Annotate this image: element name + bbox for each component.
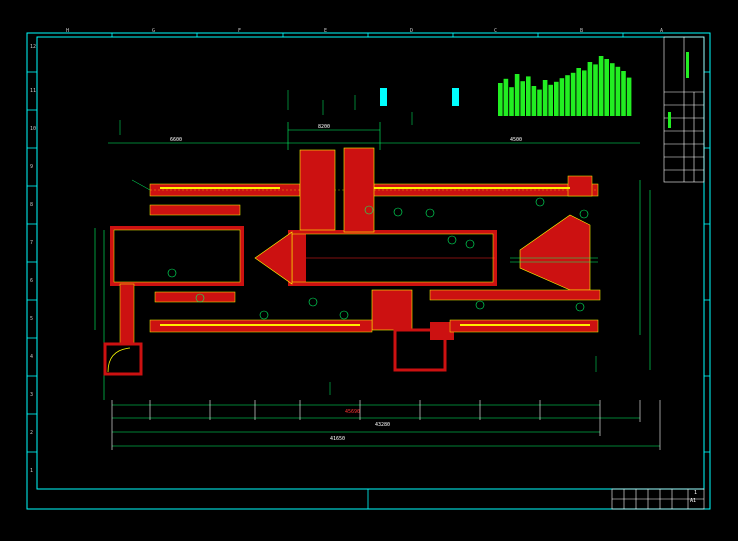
schedule-bar — [610, 63, 615, 116]
exhaust-cone — [519, 214, 591, 291]
schedule-bar — [498, 83, 503, 116]
zone-label-side: 9 — [30, 164, 34, 170]
zone-ticks-top — [111, 33, 624, 509]
zone-label-top: D — [410, 28, 414, 34]
schedule-bar — [537, 89, 542, 116]
schedule-bar — [531, 86, 537, 116]
dimension-label: 6600 — [170, 137, 183, 143]
schedule-bar — [542, 80, 548, 116]
upper-duct-hatch — [160, 187, 570, 189]
callout-bubbles — [167, 197, 589, 320]
schedule-bar — [582, 70, 587, 116]
schedule-bar — [621, 71, 626, 116]
leader-lines — [119, 90, 597, 395]
zone-label-side: 10 — [30, 126, 37, 132]
zone-label-top: F — [238, 28, 242, 34]
zone-label-top: A — [660, 28, 664, 34]
zone-label-side: 6 — [30, 278, 34, 284]
zone-label-top: G — [152, 28, 156, 34]
schedule-bar — [576, 68, 581, 116]
dimension-label: 4500 — [510, 137, 523, 143]
marker-square — [380, 88, 387, 106]
zone-label-side: 12 — [30, 44, 37, 50]
zone-label-top: H — [66, 28, 70, 34]
vertical-stacks — [299, 147, 454, 372]
zone-label-side: 11 — [30, 88, 37, 94]
zone-label-top: C — [494, 28, 498, 34]
schedule-bar — [509, 87, 514, 116]
schedule-bar — [626, 77, 632, 116]
schedule-bar — [526, 76, 531, 116]
sheet-label: A1 — [690, 498, 697, 504]
schedule-bar — [615, 66, 621, 116]
zone-label-side: 3 — [30, 392, 34, 398]
lower-duct — [149, 289, 601, 333]
schedule-bar — [554, 81, 559, 116]
zone-ticks-side — [27, 71, 710, 453]
schedule-bar — [503, 78, 509, 116]
schedule-bar — [520, 81, 525, 116]
burner-cone — [254, 231, 293, 285]
drawing-number: 1 — [694, 490, 698, 496]
inner-frame — [36, 36, 705, 490]
zone-label-side: 2 — [30, 430, 34, 436]
title-block-stamp — [668, 52, 689, 128]
lower-duct-hatch — [160, 324, 590, 326]
zone-label-top: E — [324, 28, 328, 34]
schedule-bar — [559, 78, 565, 116]
zone-label-side: 5 — [30, 316, 34, 322]
title-block-upper — [663, 36, 705, 183]
zone-label-side: 8 — [30, 202, 34, 208]
marker-square — [452, 88, 459, 106]
dimension-label: 8200 — [318, 124, 331, 130]
zone-label-side: 1 — [30, 468, 34, 474]
dimension-label: 43280 — [375, 422, 391, 428]
schedule-bar — [514, 74, 520, 116]
left-elbow — [103, 283, 143, 376]
dimension-lines — [94, 122, 660, 447]
zone-label-top: B — [580, 28, 584, 34]
dimension-ticks — [111, 400, 661, 450]
material-schedule-bars — [498, 56, 632, 116]
schedule-bar — [565, 75, 570, 116]
dimension-label: 41650 — [330, 436, 346, 442]
schedule-bar — [587, 62, 593, 116]
outer-frame — [26, 32, 711, 510]
schedule-bar — [604, 59, 609, 116]
schedule-bar — [570, 72, 576, 116]
schedule-bar — [593, 64, 598, 116]
schedule-bar — [598, 56, 604, 116]
zone-label-side: 7 — [30, 240, 34, 246]
schedule-bar — [548, 84, 553, 116]
dimension-label: 45690 — [345, 409, 361, 415]
title-block-lower — [611, 488, 705, 510]
zone-label-side: 4 — [30, 354, 34, 360]
